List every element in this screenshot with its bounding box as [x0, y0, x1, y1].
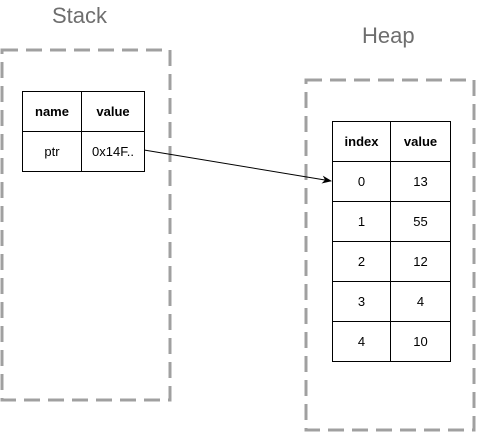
stack-region-border	[0, 48, 172, 402]
heap-row: 2 12	[332, 241, 451, 282]
heap-cell-value: 4	[390, 281, 451, 322]
stack-header-row: name value	[22, 91, 145, 132]
stack-row: ptr 0x14F..	[22, 131, 145, 172]
heap-cell-index: 4	[332, 321, 391, 362]
heap-row: 1 55	[332, 201, 451, 242]
stack-cell-name: ptr	[22, 131, 82, 172]
heap-table: index value 0 13 1 55 2 12 3 4 4 10	[332, 121, 451, 362]
heap-cell-value: 55	[390, 201, 451, 242]
heap-cell-value: 13	[390, 161, 451, 202]
heap-cell-index: 0	[332, 161, 391, 202]
heap-cell-index: 2	[332, 241, 391, 282]
heap-header-value: value	[390, 121, 451, 162]
heap-row: 4 10	[332, 321, 451, 362]
heap-row: 3 4	[332, 281, 451, 322]
pointer-arrow	[143, 149, 332, 184]
stack-cell-value: 0x14F..	[81, 131, 145, 172]
stack-header-name: name	[22, 91, 82, 132]
stack-header-value: value	[81, 91, 145, 132]
heap-cell-index: 1	[332, 201, 391, 242]
heap-cell-value: 12	[390, 241, 451, 282]
heap-region-border	[304, 78, 476, 432]
heap-cell-index: 3	[332, 281, 391, 322]
heap-row: 0 13	[332, 161, 451, 202]
heap-header-index: index	[332, 121, 391, 162]
heap-title: Heap	[362, 23, 415, 48]
stack-title: Stack	[52, 3, 108, 28]
heap-cell-value: 10	[390, 321, 451, 362]
stack-table: name value ptr 0x14F..	[22, 91, 145, 172]
heap-header-row: index value	[332, 121, 451, 162]
